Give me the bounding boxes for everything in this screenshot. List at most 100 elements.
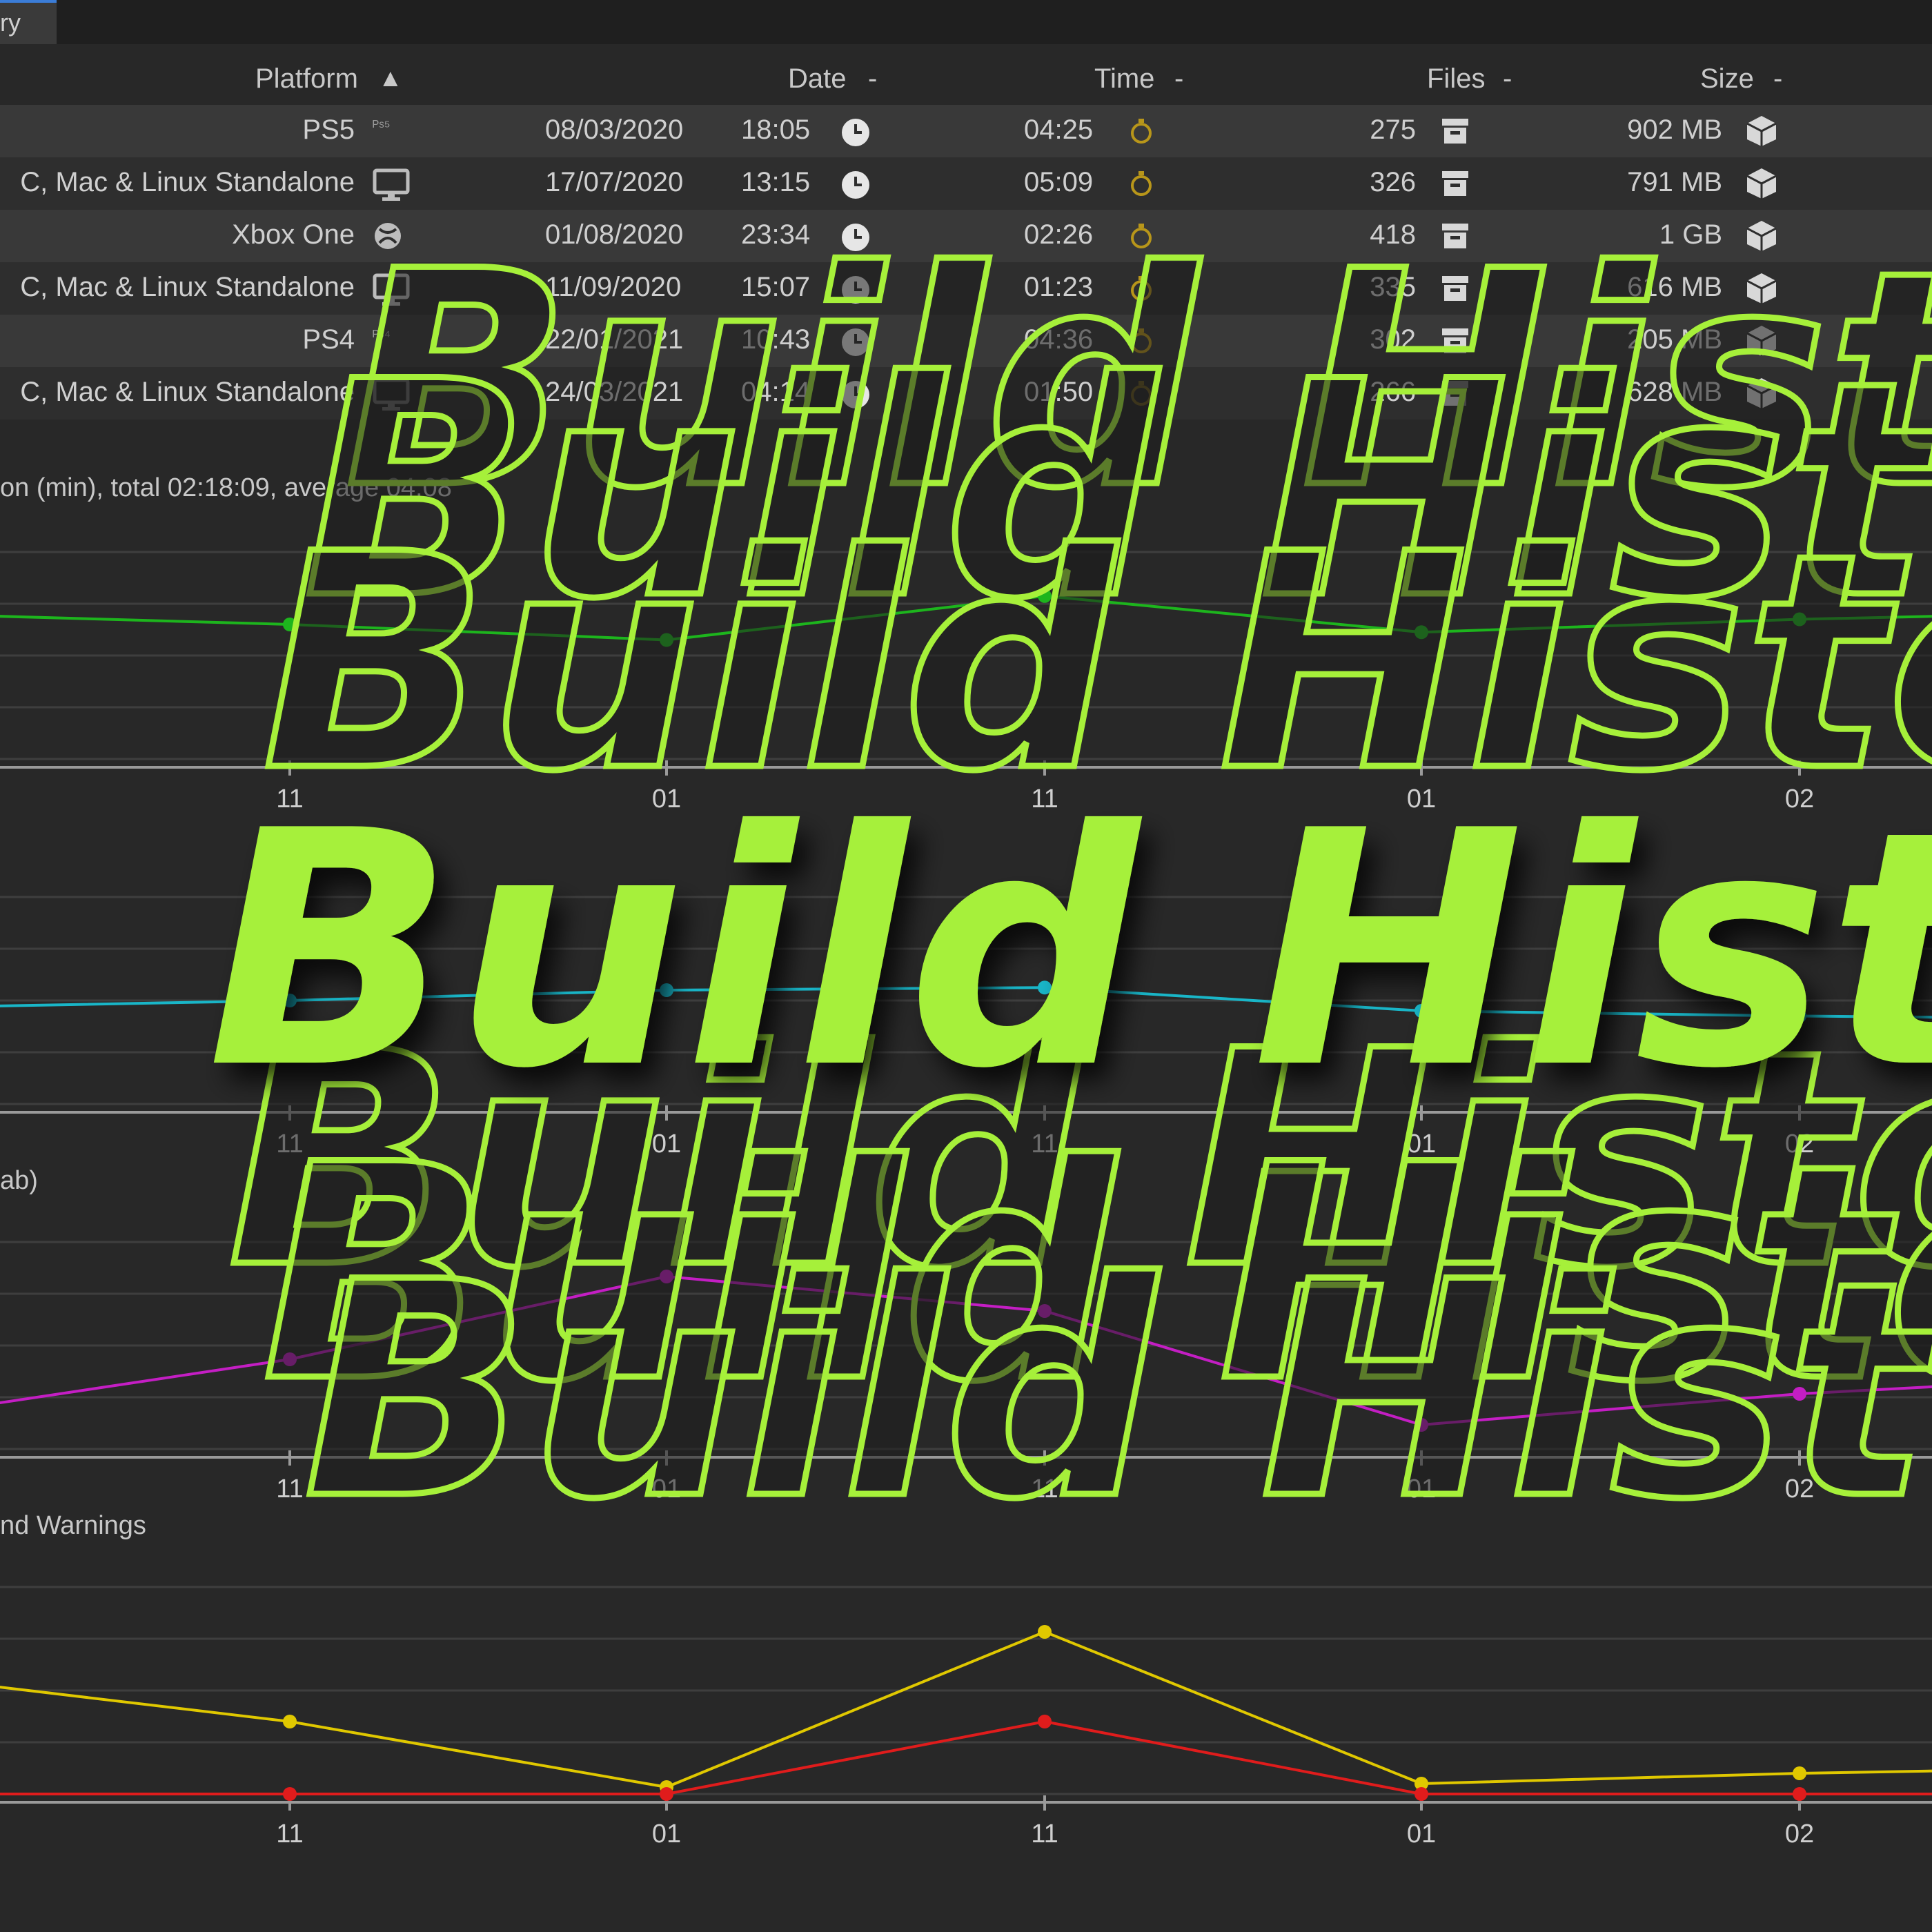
files-cell: 335 [1370, 272, 1416, 302]
series-line [0, 1719, 1932, 1795]
package-icon [1746, 167, 1777, 204]
date-cell: 24/03/2021 [545, 377, 684, 407]
clock-cell: 13:15 [741, 167, 811, 197]
ps5-icon: ᴾˢ⁵ [373, 116, 414, 140]
data-point[interactable] [1793, 1766, 1806, 1780]
size-cell: 902 MB [1627, 115, 1722, 145]
clock-cell: 18:05 [741, 115, 811, 145]
x-tick-label: 01 [1407, 785, 1436, 814]
stopwatch-icon [1129, 170, 1154, 201]
data-point[interactable] [1793, 1787, 1806, 1801]
x-tick-label: 01 [1407, 1820, 1436, 1849]
archive-icon [1441, 327, 1470, 358]
sort-indicator-size: - [1773, 63, 1783, 94]
data-point[interactable] [1038, 1715, 1052, 1728]
table-header: Platform ▲ Date - Time - Files - Size - [0, 55, 1932, 105]
data-point[interactable] [1414, 1787, 1428, 1801]
x-tick-label: 11 [1031, 1475, 1058, 1504]
files-cell: 266 [1370, 377, 1416, 407]
x-tick-label: 02 [1785, 785, 1814, 814]
column-header-date[interactable]: Date [788, 63, 847, 94]
data-point[interactable] [660, 1787, 673, 1801]
duration-cell: 04:36 [1024, 324, 1094, 355]
platform-cell: C, Mac & Linux Standalone [20, 167, 355, 197]
archive-icon [1441, 117, 1470, 148]
data-point[interactable] [1038, 980, 1052, 995]
stopwatch-icon [1129, 327, 1154, 358]
data-point[interactable] [1793, 1387, 1806, 1401]
x-tick-label: 01 [652, 1820, 681, 1849]
x-tick-label: 11 [1031, 785, 1058, 814]
clock-icon [840, 379, 871, 413]
build-history-tab[interactable]: ry [0, 0, 57, 44]
x-tick-label: 11 [1031, 1820, 1058, 1849]
data-point[interactable] [1793, 612, 1806, 627]
clock-icon [840, 327, 871, 361]
x-tick-label: 01 [1407, 1475, 1436, 1504]
size-cell: 791 MB [1627, 167, 1722, 197]
column-header-time[interactable]: Time [1094, 63, 1155, 94]
stopwatch-icon [1129, 379, 1154, 411]
x-tick-label: 01 [652, 1475, 681, 1504]
x-tick-label: 11 [276, 1820, 303, 1849]
size-chart-label: ab) [0, 1166, 38, 1195]
duration-chart-label: on (min), total 02:18:09, average 04:08 [0, 473, 452, 502]
clock-icon [840, 170, 871, 204]
clock-cell: 10:43 [741, 324, 811, 355]
data-point[interactable] [1038, 589, 1052, 603]
data-point[interactable] [283, 1787, 297, 1801]
archive-icon [1441, 170, 1470, 201]
data-point[interactable] [1414, 625, 1428, 640]
x-tick-label: 11 [1031, 1130, 1058, 1159]
data-point[interactable] [660, 1270, 673, 1283]
stopwatch-icon [1129, 275, 1154, 306]
sort-indicator-files: - [1503, 63, 1512, 94]
table-row[interactable]: C, Mac & Linux Standalone 17/07/2020 13:15… [0, 157, 1932, 210]
data-point[interactable] [1038, 1304, 1052, 1318]
size-cell: 1 GB [1659, 219, 1722, 250]
data-point[interactable] [283, 994, 297, 1007]
date-cell: 22/01/2021 [545, 324, 684, 355]
duration-cell: 02:26 [1024, 219, 1094, 250]
sort-ascending-icon[interactable]: ▲ [378, 63, 403, 92]
x-tick-label: 01 [652, 785, 681, 814]
data-point[interactable] [1414, 1777, 1428, 1791]
ps4-icon: ᴾˢ⁴ [373, 326, 414, 350]
size-cell: 628 MB [1627, 377, 1722, 407]
x-tick-label: 02 [1785, 1130, 1814, 1159]
date-cell: 11/09/2020 [545, 272, 682, 302]
date-cell: 01/08/2020 [545, 219, 684, 250]
data-point[interactable] [1414, 1004, 1428, 1018]
size-cell: 616 MB [1627, 272, 1722, 302]
data-point[interactable] [1414, 1418, 1428, 1432]
package-icon [1746, 377, 1777, 413]
data-point[interactable] [283, 618, 297, 631]
series-line [0, 1274, 1932, 1427]
archive-icon [1441, 222, 1470, 253]
column-header-size[interactable]: Size [1700, 63, 1754, 94]
data-point[interactable] [1793, 1009, 1806, 1023]
column-header-files[interactable]: Files [1427, 63, 1486, 94]
sort-indicator-date: - [868, 63, 878, 94]
series-line [0, 1630, 1932, 1789]
duration-cell: 01:50 [1024, 377, 1094, 407]
data-point[interactable] [283, 1715, 297, 1728]
package-icon [1746, 272, 1777, 308]
data-point[interactable] [660, 633, 673, 647]
column-header-platform[interactable]: Platform [255, 63, 358, 94]
data-point[interactable] [660, 983, 673, 997]
data-point[interactable] [283, 1352, 297, 1366]
date-cell: 17/07/2020 [545, 167, 684, 197]
window-tab-bar: ry [0, 0, 1932, 44]
x-tick-label: 11 [276, 1130, 303, 1159]
data-point[interactable] [1038, 1625, 1052, 1639]
files-cell: 302 [1370, 324, 1416, 355]
